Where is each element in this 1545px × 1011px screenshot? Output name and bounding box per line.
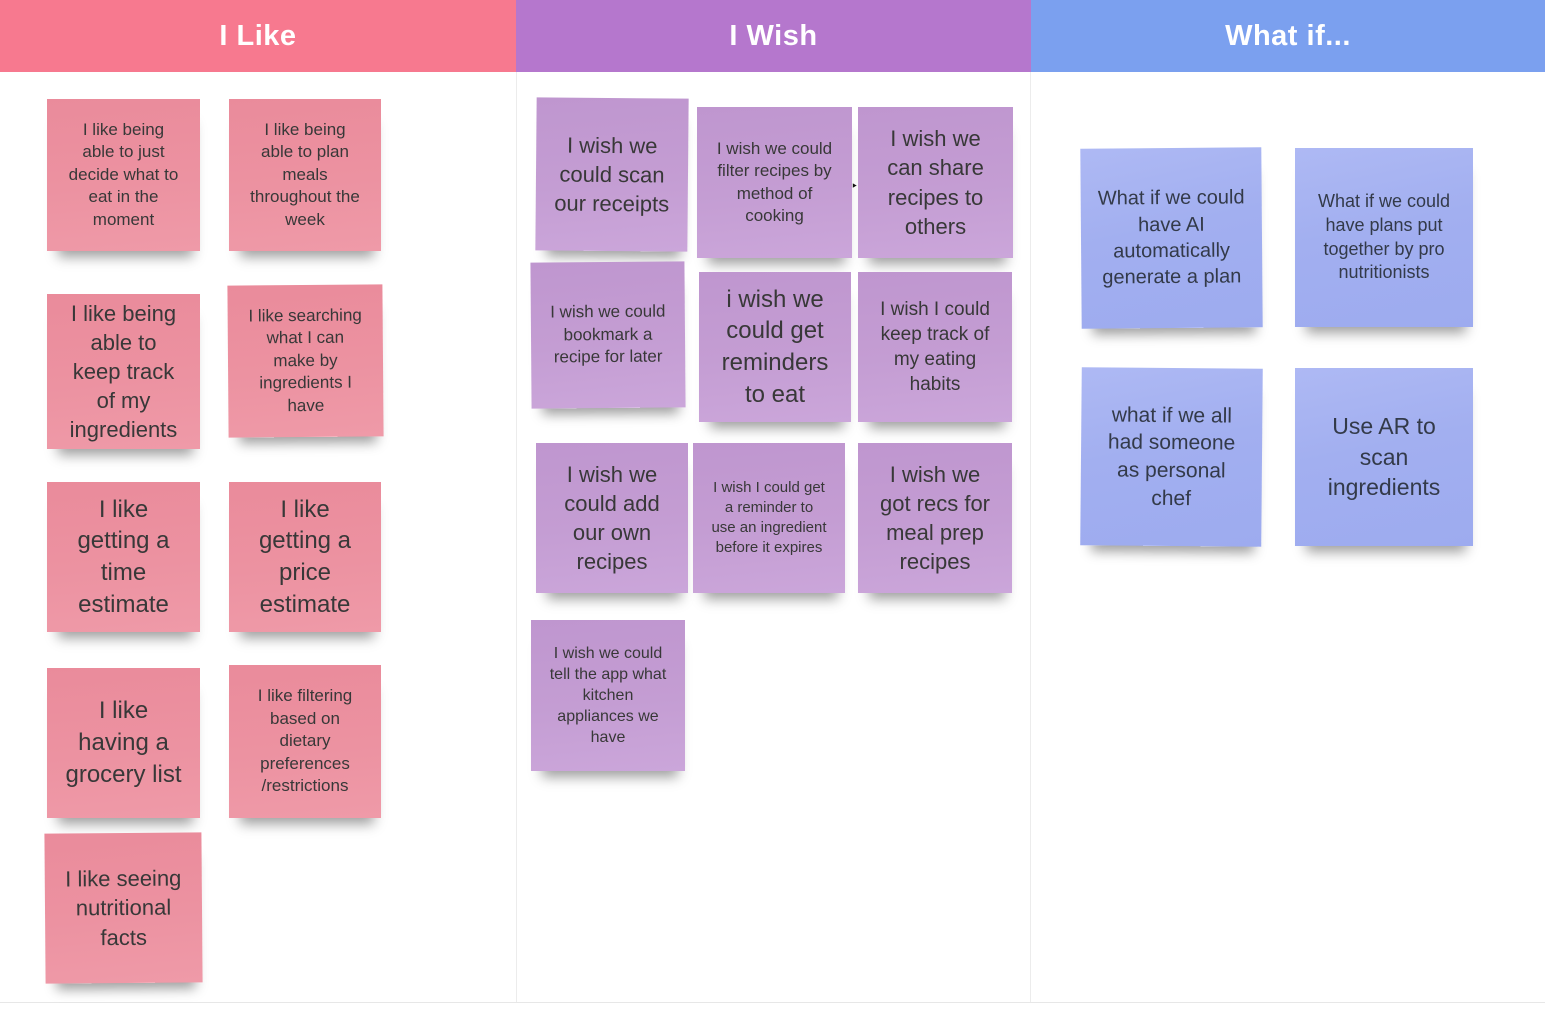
note-like-7[interactable]: I like having a grocery list xyxy=(47,668,200,818)
note-whatif-3[interactable]: what if we all had someone as personal c… xyxy=(1080,367,1263,547)
note-like-1[interactable]: I like being able to just decide what to… xyxy=(47,99,200,251)
note-wish-1[interactable]: I wish we could scan our receipts xyxy=(535,97,689,252)
column-header-whatif[interactable]: What if... xyxy=(1031,0,1545,72)
column-divider xyxy=(516,72,517,1002)
note-wish-8[interactable]: I wish I could get a reminder to use an … xyxy=(693,443,845,593)
note-like-3[interactable]: I like being able to keep track of my in… xyxy=(47,294,200,449)
cursor-mark-icon: ‣ xyxy=(851,179,859,193)
note-like-5[interactable]: I like getting a time estimate xyxy=(47,482,200,632)
note-wish-4[interactable]: I wish we could bookmark a recipe for la… xyxy=(530,261,686,409)
note-like-6[interactable]: I like getting a price estimate xyxy=(229,482,381,632)
note-wish-9[interactable]: I wish we got recs for meal prep recipes xyxy=(858,443,1012,593)
note-wish-3[interactable]: I wish we can share recipes to others xyxy=(858,107,1013,258)
column-header-wish[interactable]: I Wish xyxy=(516,0,1031,72)
column-header-like[interactable]: I Like xyxy=(0,0,516,72)
note-like-9[interactable]: I like seeing nutritional facts xyxy=(44,832,203,984)
note-wish-10[interactable]: I wish we could tell the app what kitche… xyxy=(531,620,685,771)
board-bottom-border xyxy=(0,1002,1545,1003)
note-like-2[interactable]: I like being able to plan meals througho… xyxy=(229,99,381,251)
note-whatif-2[interactable]: What if we could have plans put together… xyxy=(1295,148,1473,327)
note-like-8[interactable]: I like filtering based on dietary prefer… xyxy=(229,665,381,818)
note-wish-5[interactable]: i wish we could get reminders to eat xyxy=(699,272,851,422)
note-wish-2[interactable]: I wish we could filter recipes by method… xyxy=(697,107,852,258)
note-wish-7[interactable]: I wish we could add our own recipes xyxy=(536,443,688,593)
note-whatif-1[interactable]: What if we could have AI automatically g… xyxy=(1080,147,1263,329)
note-wish-6[interactable]: I wish I could keep track of my eating h… xyxy=(858,272,1012,422)
column-divider xyxy=(1030,72,1031,1002)
note-whatif-4[interactable]: Use AR to scan ingredients xyxy=(1295,368,1473,546)
note-like-4[interactable]: I like searching what I can make by ingr… xyxy=(227,284,384,438)
